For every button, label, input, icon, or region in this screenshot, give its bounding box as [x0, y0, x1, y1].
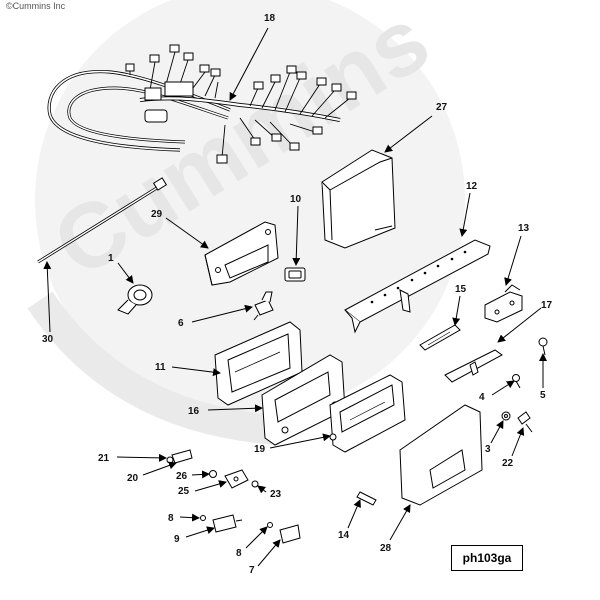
part-3-washer	[501, 411, 511, 421]
callout-14: 14	[338, 530, 350, 541]
callout-16: 16	[188, 406, 200, 417]
callout-3: 3	[485, 444, 491, 455]
part-7-sensor	[267, 522, 301, 544]
part-25-fitting	[209, 469, 259, 489]
part-17-bracket	[444, 349, 503, 383]
callout-4: 4	[479, 392, 485, 403]
callout-11: 11	[155, 362, 166, 373]
part-5-screw	[538, 337, 548, 356]
callout-29: 29	[151, 209, 163, 220]
callout-23: 23	[270, 489, 282, 500]
callout-leader-lines	[43, 27, 547, 567]
callout-22: 22	[502, 458, 514, 469]
callout-12: 12	[466, 181, 478, 192]
callout-9: 9	[174, 534, 180, 545]
callout-21: 21	[98, 453, 110, 464]
part-19-ecm-module	[329, 374, 406, 453]
callout-labels: 18 27 12 10 29 13 1 15 17 6 30 11 5 4 16…	[42, 13, 553, 576]
part-1-p-clamp	[117, 284, 153, 315]
part-18-wiring-harness	[47, 44, 357, 164]
figure-id-box: ph103ga	[451, 545, 523, 571]
part-14-pin	[356, 491, 377, 506]
part-6-sensor	[253, 291, 274, 321]
part-15-label-plate	[419, 324, 461, 351]
callout-10: 10	[290, 194, 302, 205]
callout-8-upper: 8	[168, 513, 174, 524]
callout-25: 25	[178, 486, 190, 497]
part-16-backing-plate	[261, 354, 346, 446]
part-4-screw	[512, 374, 521, 389]
part-29-ecm-bracket	[204, 221, 279, 286]
part-10-plug	[284, 267, 306, 282]
callout-5: 5	[540, 390, 546, 401]
part-27-ecm-cover	[321, 149, 396, 249]
callout-1: 1	[108, 253, 114, 264]
callout-13: 13	[518, 223, 530, 234]
callout-20: 20	[127, 473, 139, 484]
part-13-bracket	[484, 284, 523, 323]
callout-28: 28	[380, 543, 392, 554]
callout-8-lower: 8	[236, 548, 242, 559]
callout-7: 7	[249, 565, 255, 576]
callout-18: 18	[264, 13, 276, 24]
part-12-mounting-rail	[344, 239, 491, 334]
callout-26: 26	[176, 471, 188, 482]
callout-6: 6	[178, 318, 184, 329]
part-28-ecm-cover	[399, 404, 483, 506]
copyright-notice: ©Cummins Inc	[6, 1, 66, 11]
part-22-stud	[517, 411, 533, 433]
callout-15: 15	[455, 284, 467, 295]
part-21-sensor	[166, 449, 193, 464]
part-9-sensor	[200, 514, 243, 533]
callout-17: 17	[541, 300, 553, 311]
callout-30: 30	[42, 334, 54, 345]
callout-19: 19	[254, 444, 266, 455]
part-30-cable-tie	[37, 177, 168, 264]
callout-27: 27	[436, 102, 448, 113]
